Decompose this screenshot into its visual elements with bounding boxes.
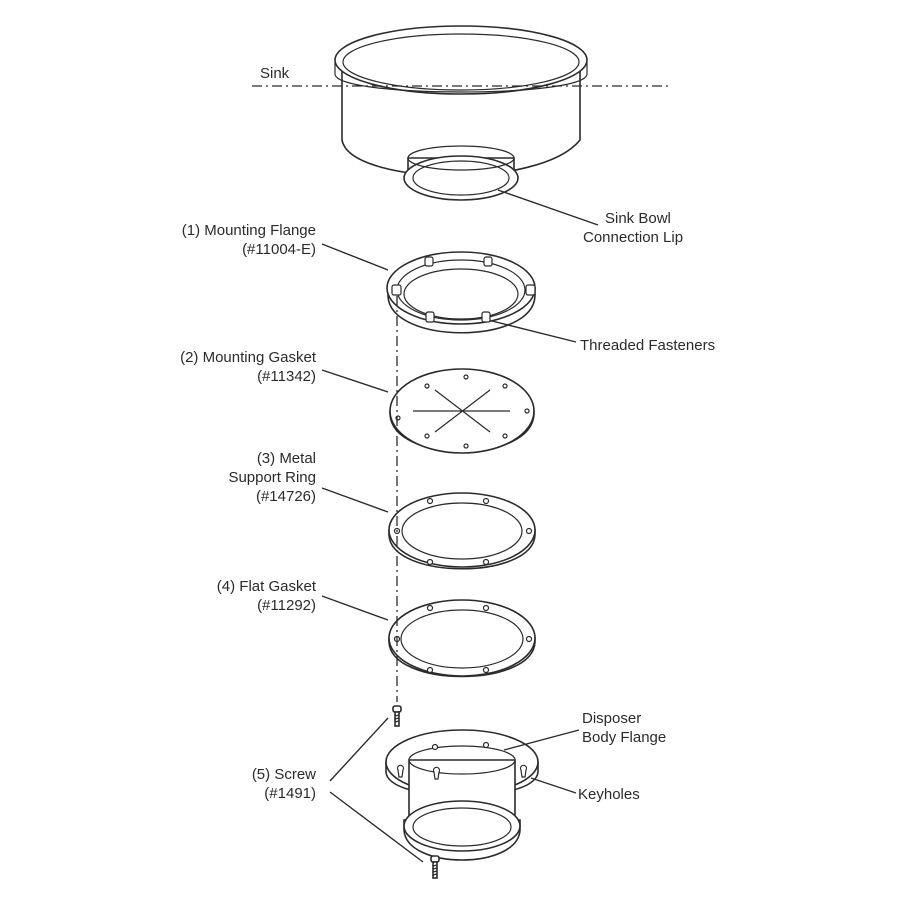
metal-support-ring [388, 492, 536, 570]
label-mounting-flange-line2: (#11004-E) [242, 241, 316, 258]
disposer-body-flange [385, 729, 539, 861]
label-mounting-gasket-line1: (2) Mounting Gasket [180, 349, 316, 366]
label-sink-lip-line2: Connection Lip [583, 229, 684, 246]
label-metal-support-ring: (3) Metal Support Ring (#14726) [150, 449, 316, 506]
flat-gasket [388, 599, 536, 678]
label-threaded-fasteners: Threaded Fasteners [580, 336, 715, 355]
label-sink-bowl-connection-lip: Sink Bowl Connection Lip [583, 209, 683, 247]
mounting-flange [386, 251, 536, 334]
keyhole-icons [396, 764, 528, 780]
label-flat-gasket-line1: (4) Flat Gasket [216, 578, 316, 595]
label-disposer-body-flange: Disposer Body Flange [582, 709, 666, 747]
label-sink-text: Sink [260, 65, 290, 82]
label-flat-gasket-line2: (#11292) [257, 597, 316, 614]
sink-bowl-connection-lip [403, 145, 519, 201]
label-mounting-gasket: (2) Mounting Gasket (#11342) [150, 348, 316, 386]
label-support-ring-line1: (3) Metal [256, 450, 316, 467]
label-sink-lip-line1: Sink Bowl [605, 210, 671, 227]
label-disposer-line1: Disposer [582, 710, 642, 727]
label-mounting-flange-line1: (1) Mounting Flange [181, 222, 316, 239]
label-support-ring-line3: (#14726) [255, 488, 316, 505]
label-mounting-flange: (1) Mounting Flange (#11004-E) [150, 221, 316, 259]
screw-icon-top [392, 705, 402, 727]
label-mounting-gasket-line2: (#11342) [257, 368, 316, 385]
label-screw-line2: (#1491) [264, 785, 316, 802]
label-disposer-line2: Body Flange [582, 729, 667, 746]
label-support-ring-line2: Support Ring [228, 469, 316, 486]
leader-lines [321, 189, 599, 863]
sink-bowl [334, 25, 588, 177]
label-sink: Sink [260, 64, 289, 83]
threaded-fastener-icons [391, 256, 536, 323]
screw-icon-bottom [430, 855, 440, 879]
label-flat-gasket: (4) Flat Gasket (#11292) [150, 577, 316, 615]
label-screw-line1: (5) Screw [251, 766, 316, 783]
label-keyholes: Keyholes [578, 785, 640, 804]
label-screw: (5) Screw (#1491) [150, 765, 316, 803]
label-threaded-fasteners-text: Threaded Fasteners [580, 337, 716, 354]
label-keyholes-text: Keyholes [578, 786, 640, 803]
mounting-gasket [389, 368, 535, 454]
